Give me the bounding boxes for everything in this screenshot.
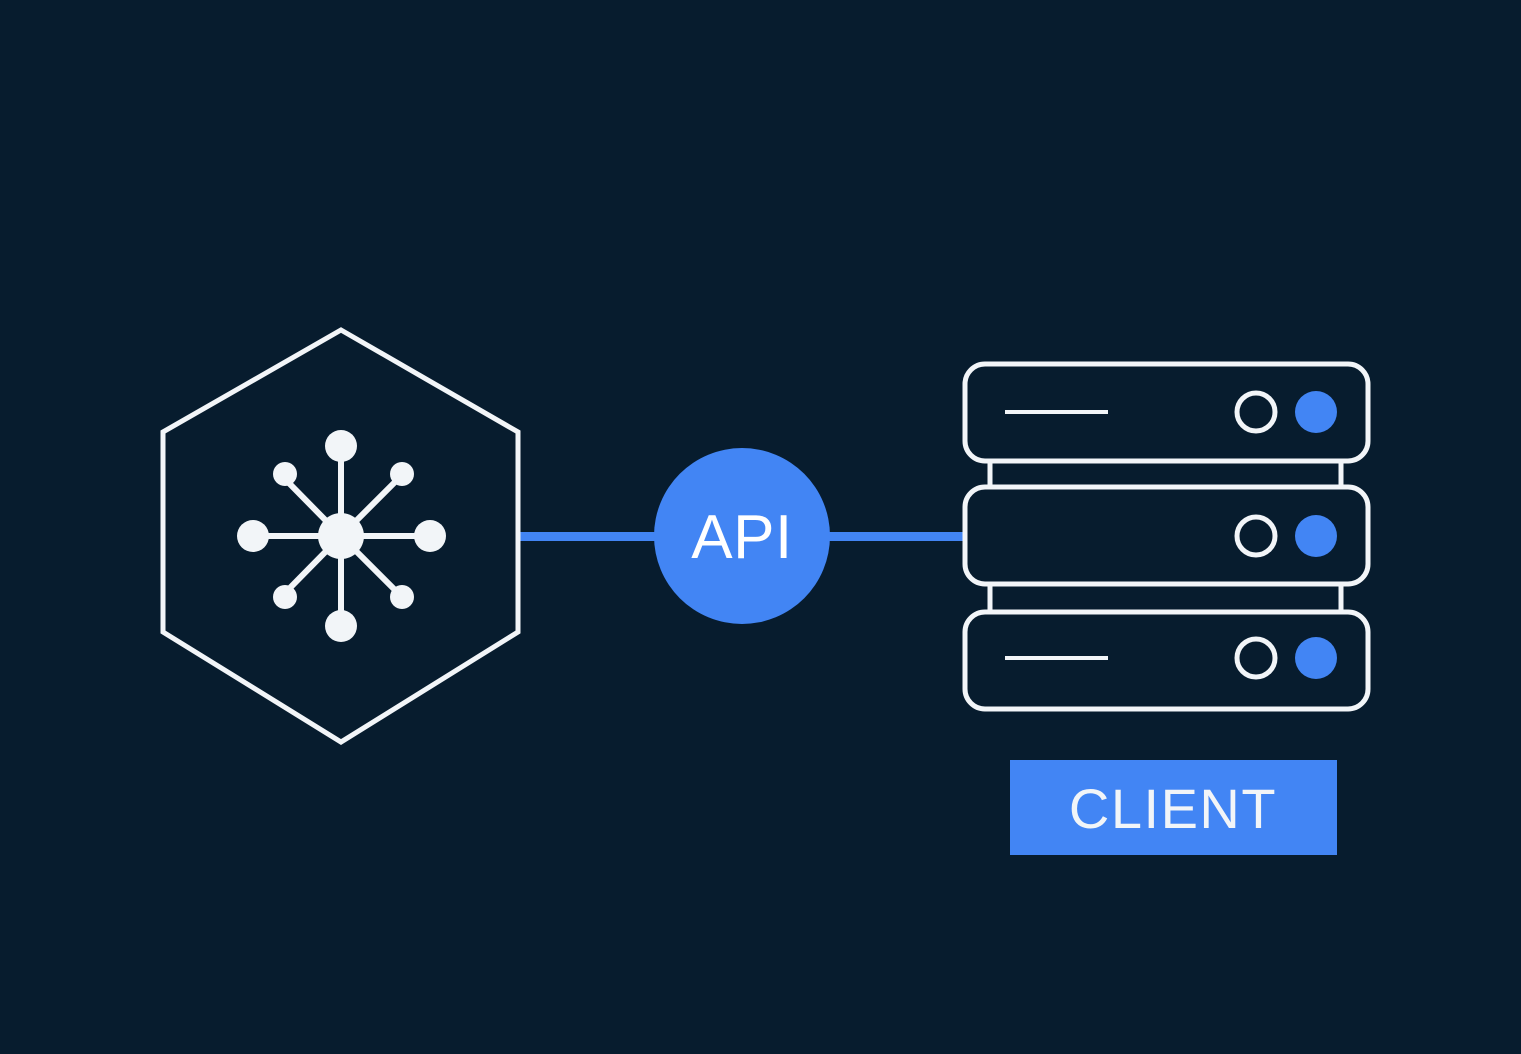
- server-unit-bottom-indicator-filled: [1295, 637, 1337, 679]
- hub-node-southeast: [390, 585, 414, 609]
- server-unit-bottom[interactable]: [962, 609, 1371, 712]
- server-unit-middle[interactable]: [962, 484, 1371, 587]
- server-unit-bottom-indicator-hollow: [1234, 636, 1278, 680]
- server-unit-top-body: [962, 361, 1371, 464]
- api-badge-label: API: [691, 503, 792, 572]
- service-hexagon[interactable]: [160, 327, 521, 745]
- hub-node-northeast: [390, 462, 414, 486]
- hub-node-west: [237, 520, 269, 552]
- server-unit-top-indicator-filled: [1295, 391, 1337, 433]
- hub-node-south: [325, 610, 357, 642]
- hub-node-northwest: [273, 462, 297, 486]
- client-label[interactable]: CLIENT: [1010, 760, 1337, 855]
- hub-node-north: [325, 430, 357, 462]
- server-unit-middle-body: [962, 484, 1371, 587]
- client-label-text: CLIENT: [1069, 777, 1277, 840]
- server-unit-middle-indicator-filled: [1295, 515, 1337, 557]
- hub-node-southwest: [273, 585, 297, 609]
- server-unit-top-indicator-hollow: [1234, 390, 1278, 434]
- api-badge[interactable]: API: [654, 448, 830, 624]
- network-hub-icon: [237, 430, 446, 642]
- hexagon-outline: [160, 327, 521, 745]
- server-rack[interactable]: [962, 361, 1371, 712]
- hub-node-center: [318, 513, 364, 559]
- server-unit-bottom-body: [962, 609, 1371, 712]
- api-badge-circle: [654, 448, 830, 624]
- server-unit-middle-indicator-hollow: [1234, 514, 1278, 558]
- hub-node-east: [414, 520, 446, 552]
- server-unit-top[interactable]: [962, 361, 1371, 464]
- client-label-background: [1010, 760, 1337, 855]
